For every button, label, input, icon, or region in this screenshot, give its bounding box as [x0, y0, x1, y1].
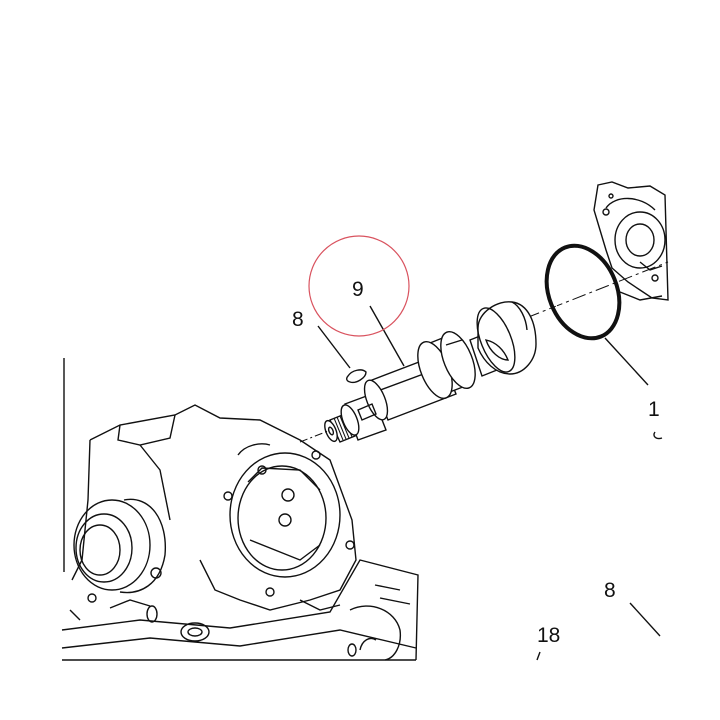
callout-label-8-right: 8 — [604, 579, 616, 602]
callout-label-8-left: 8 — [292, 308, 304, 331]
cover-plate-icon — [593, 181, 669, 301]
callout-label-18: 18 — [537, 624, 560, 647]
shaft-icon — [324, 301, 537, 443]
leader-line-8-right — [629, 602, 661, 637]
callout-label-1: 1 — [648, 398, 660, 421]
callout-label-9: 9 — [352, 278, 364, 301]
leader-line-8-left — [317, 325, 351, 369]
leader-line-9 — [369, 305, 405, 367]
woodruff-key-icon — [346, 369, 367, 384]
leader-hook-1 — [653, 431, 663, 440]
leader-line-18 — [536, 651, 541, 661]
highlight-circle — [308, 235, 410, 337]
engine-housing-icon — [61, 358, 419, 661]
leader-line-1 — [604, 337, 649, 386]
o-ring-icon — [544, 243, 622, 341]
